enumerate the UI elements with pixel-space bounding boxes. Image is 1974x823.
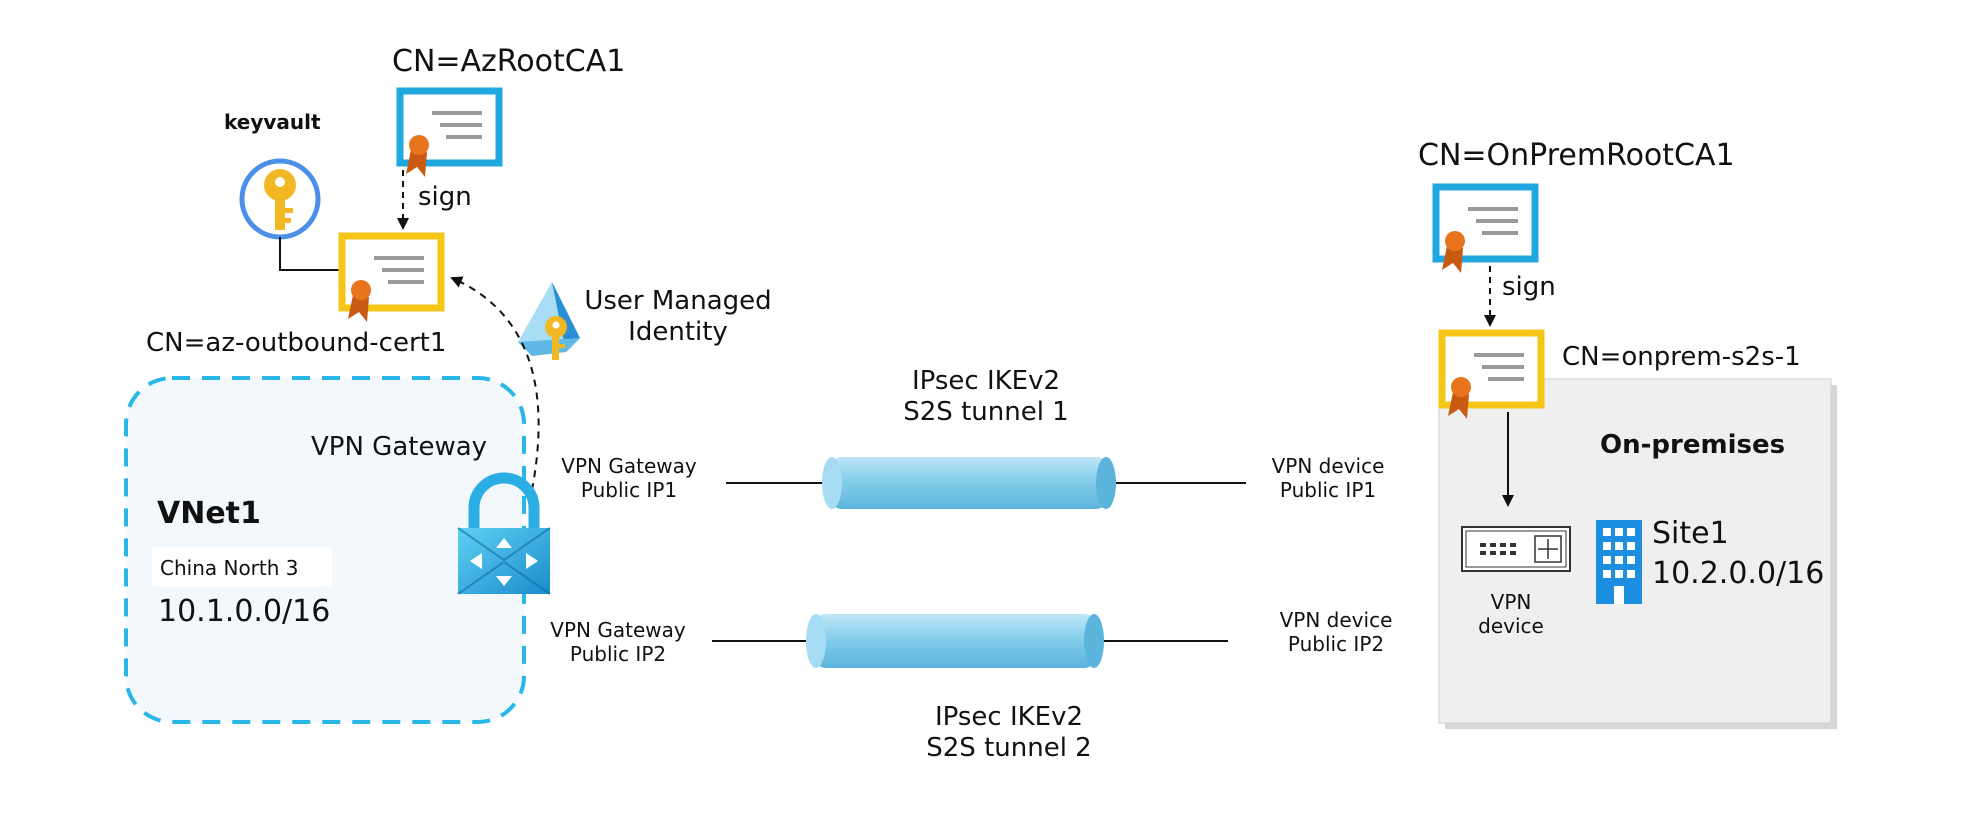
keyvault-label: keyvault (224, 110, 321, 134)
onprem-cert-label: CN=onprem-s2s-1 (1562, 342, 1801, 372)
certificate-icon (1432, 183, 1539, 273)
vnet-name: VNet1 (157, 496, 261, 531)
vnet-cidr: 10.1.0.0/16 (158, 594, 331, 629)
sign-label-onprem: sign (1502, 272, 1556, 302)
vnet-region: China North 3 (160, 556, 299, 580)
user-managed-identity-label: User Managed Identity (584, 286, 772, 348)
gateway-public-ip2: VPN Gateway Public IP2 (550, 618, 686, 666)
az-outbound-cert-label: CN=az-outbound-cert1 (146, 328, 447, 358)
tunnel-1-label: IPsec IKEv2 S2S tunnel 1 (903, 366, 1069, 428)
certificate-icon (396, 87, 503, 177)
sign-label-az: sign (418, 182, 472, 212)
tunnel-2-tube (806, 614, 1104, 668)
az-root-ca-label: CN=AzRootCA1 (392, 44, 626, 79)
gateway-public-ip1: VPN Gateway Public IP1 (561, 454, 697, 502)
onprem-title: On-premises (1600, 430, 1786, 460)
certificate-icon (1438, 329, 1545, 419)
vpn-device-label: VPN device (1478, 590, 1544, 638)
onprem-root-ca-label: CN=OnPremRootCA1 (1418, 138, 1735, 173)
device-public-ip1: VPN device Public IP1 (1271, 454, 1385, 502)
keyvault-to-cert-line (279, 237, 340, 271)
region-chip (152, 547, 332, 587)
user-managed-identity-icon (518, 282, 580, 360)
site-cidr: 10.2.0.0/16 (1652, 556, 1825, 591)
vpn-device-icon (1461, 526, 1571, 572)
site-name: Site1 (1652, 516, 1729, 551)
building-icon (1596, 520, 1642, 604)
tunnel-2-label: IPsec IKEv2 S2S tunnel 2 (926, 702, 1092, 764)
certificate-icon (338, 232, 445, 322)
device-public-ip2: VPN device Public IP2 (1279, 608, 1393, 656)
identity-access-arrow (450, 276, 540, 491)
key-circle-icon (239, 158, 321, 240)
tunnel-1-tube (822, 457, 1116, 509)
vpn-gateway-lock-icon (457, 472, 551, 595)
vpn-gateway-label: VPN Gateway (311, 432, 488, 462)
